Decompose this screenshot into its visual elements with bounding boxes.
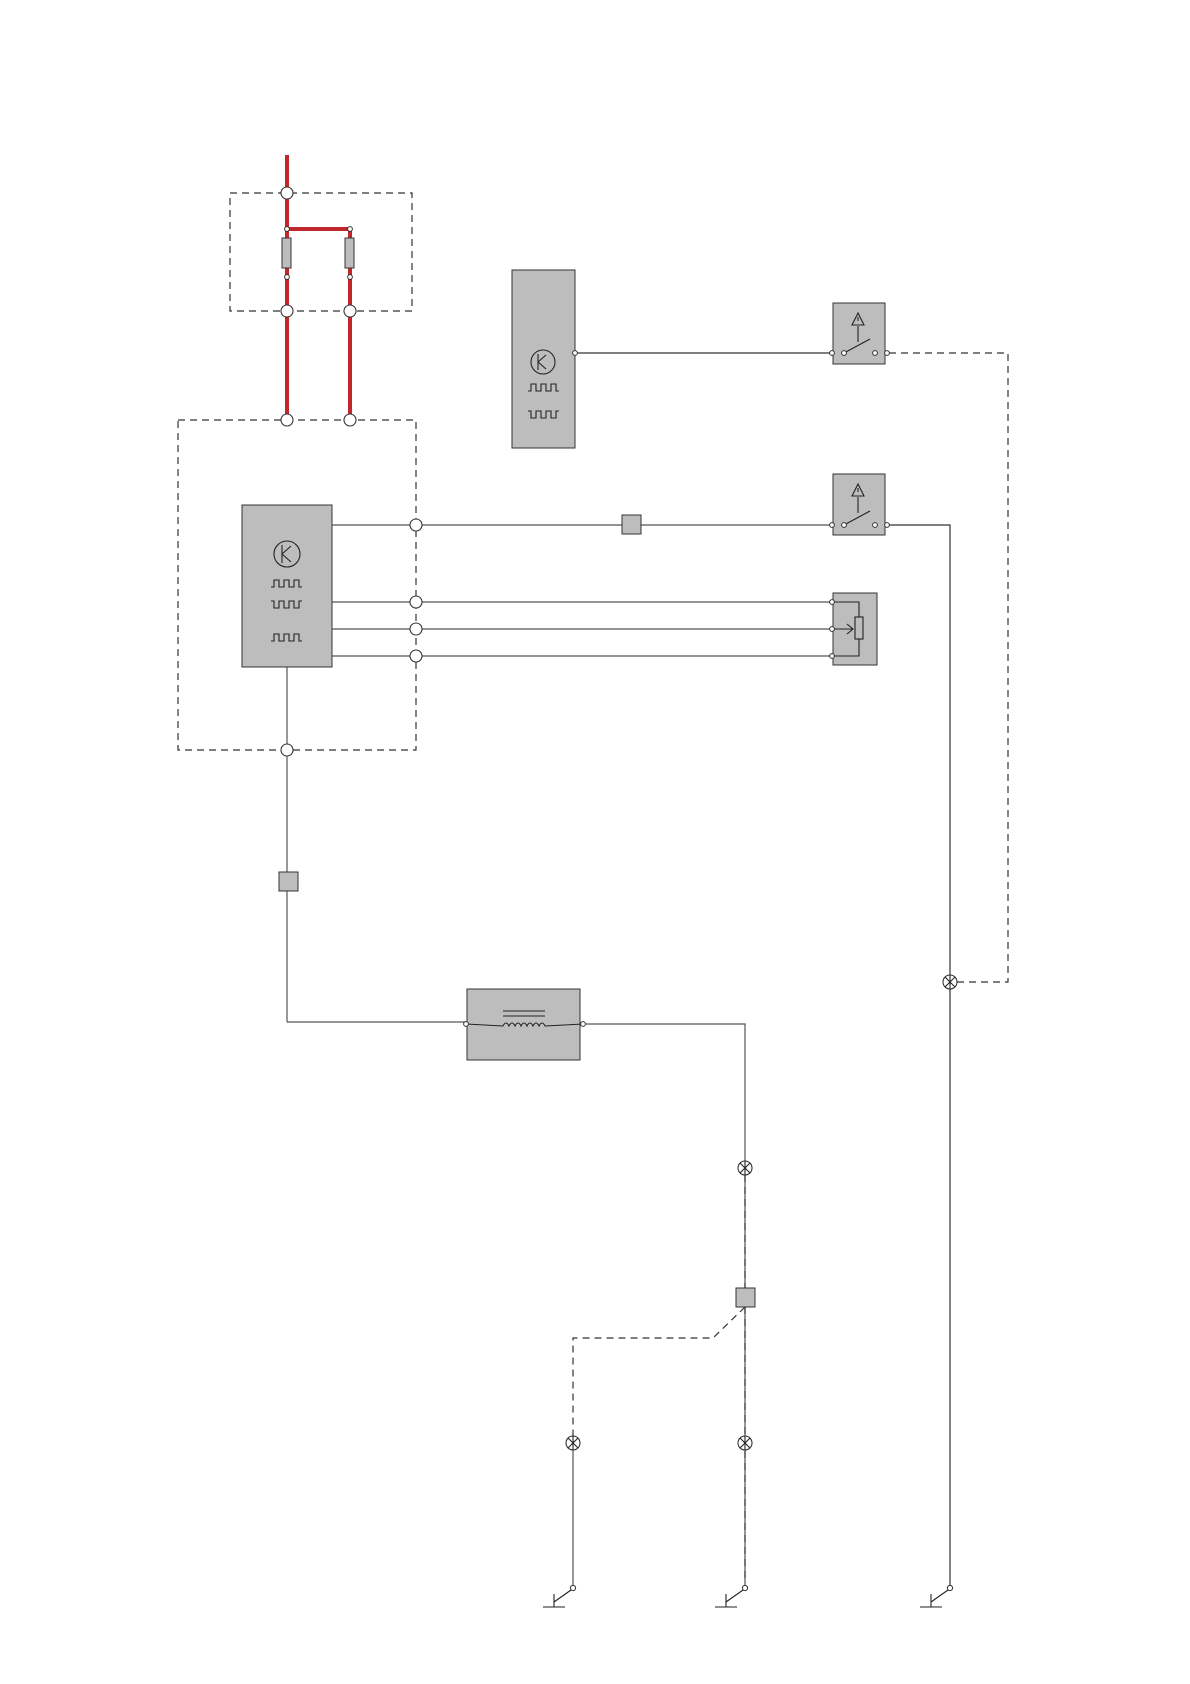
signal-wires-main xyxy=(332,525,832,656)
power-wires xyxy=(287,155,350,420)
ground-2 xyxy=(715,1585,748,1607)
fuse-icon xyxy=(282,227,354,280)
inline-connector xyxy=(622,515,641,534)
potentiometer xyxy=(830,593,877,665)
dashed-wire-upper-switch xyxy=(889,353,1008,982)
inline-connector xyxy=(279,872,298,891)
connector-node-main-bottom xyxy=(281,744,293,756)
fuse-box-outline xyxy=(230,193,412,311)
ground-3 xyxy=(920,1585,953,1607)
splice-point-right xyxy=(943,975,957,989)
wire-solenoid-to-ground xyxy=(585,1024,745,1586)
ground-1 xyxy=(543,1585,576,1607)
wire-lower-switch-to-ground xyxy=(889,525,950,1586)
inline-connector xyxy=(736,1288,755,1307)
ground-icon xyxy=(715,1585,748,1607)
solenoid xyxy=(464,989,586,1060)
control-module-upper xyxy=(512,270,577,448)
control-module-main xyxy=(242,505,332,667)
ground-icon xyxy=(920,1585,953,1607)
ground-icon xyxy=(543,1585,576,1607)
splice-point-mid xyxy=(738,1161,752,1175)
switch-lower xyxy=(830,474,890,535)
switch-upper xyxy=(830,303,890,364)
connector-nodes-main-top xyxy=(281,414,356,426)
splice-point-left xyxy=(566,1436,580,1450)
splice-point-mid-lower xyxy=(738,1436,752,1450)
dashed-branch-left xyxy=(573,1307,745,1445)
